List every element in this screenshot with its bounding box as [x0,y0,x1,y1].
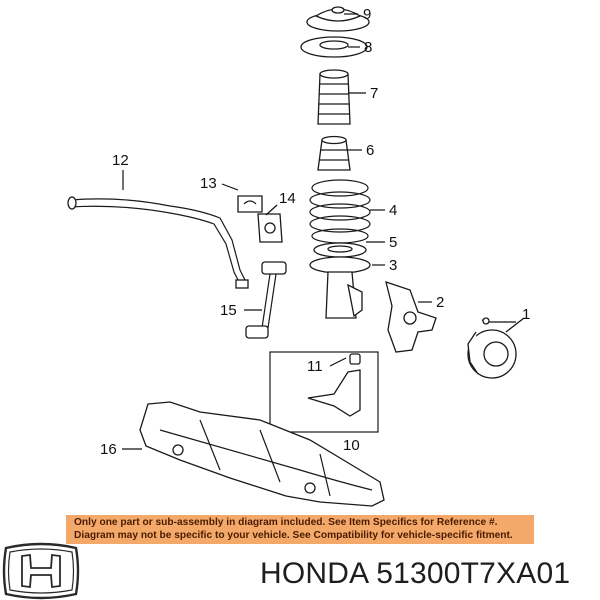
callout-15: 15 [220,302,237,319]
part-2-knuckle [385,281,437,353]
part-10-lower-arm [269,351,379,433]
part-4-coil-spring [309,179,371,244]
callout-8: 8 [364,39,372,56]
callout-1: 1 [522,306,530,323]
callout-4: 4 [389,202,397,219]
callout-13: 13 [200,175,217,192]
part-1-hub [467,317,517,379]
callout-11: 11 [307,358,323,375]
leader-lines [122,13,525,450]
part-3-strut [309,256,371,319]
callout-7: 7 [370,85,378,102]
part-8-bearing [300,36,368,58]
honda-h-logo-icon [2,542,80,600]
part-16-subframe [139,401,385,507]
disclaimer-line-2: Diagram may not be specific to your vehi… [74,529,513,541]
part-12-stabilizer-bar [67,196,249,289]
callout-9: 9 [363,6,371,23]
part-5-spring-seat [313,242,367,258]
part-14-bracket [257,213,283,243]
callout-3: 3 [389,257,397,274]
part-number-label: HONDA 51300T7XA01 [260,557,571,590]
disclaimer-banner: Only one part or sub-assembly in diagram… [66,515,534,544]
callout-16: 16 [100,441,117,458]
callout-5: 5 [389,234,397,251]
part-15-stabilizer-link [245,261,287,339]
callout-2: 2 [436,294,444,311]
callout-12: 12 [112,152,129,169]
callout-6: 6 [366,142,374,159]
callout-10: 10 [343,437,360,454]
part-7-dust-boot [317,69,351,125]
part-9-strut-mount [306,6,370,32]
callout-14: 14 [279,190,296,207]
part-13-bushing [237,195,263,213]
part-6-bump-stop [317,135,351,171]
disclaimer-line-1: Only one part or sub-assembly in diagram… [74,517,498,528]
